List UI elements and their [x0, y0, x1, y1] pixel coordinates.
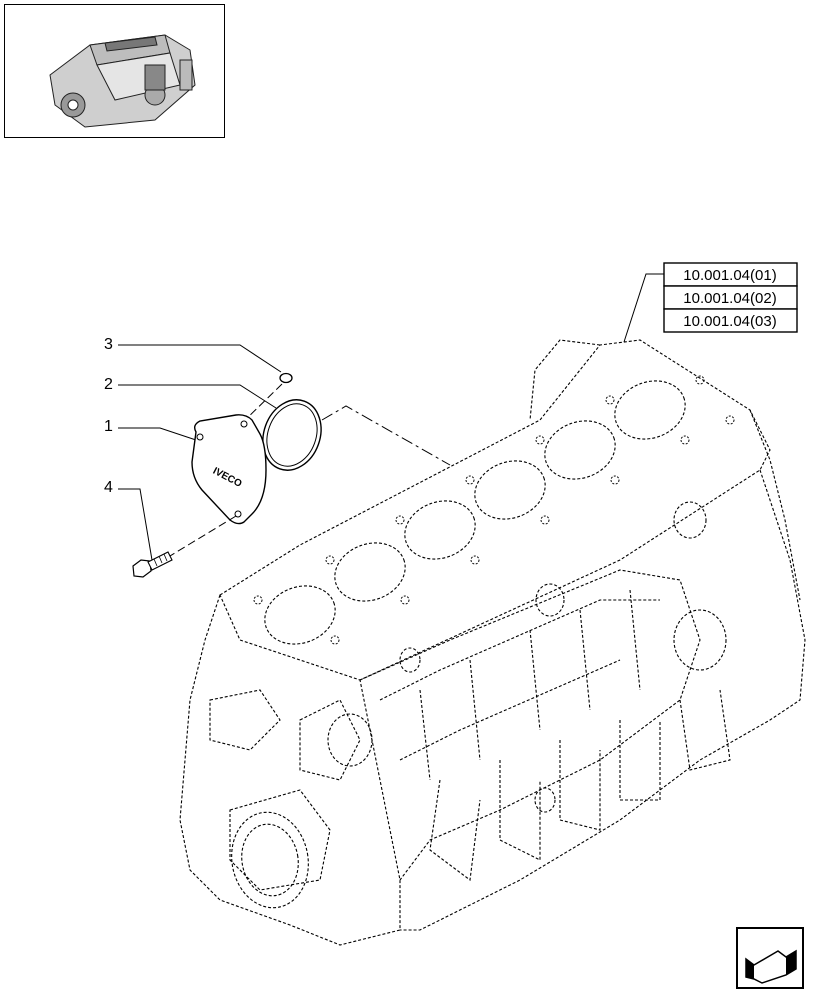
reference-box-2[interactable]: 10.001.04(02): [663, 285, 798, 310]
cylinder-bores: [264, 380, 686, 645]
next-page-arrow-icon: [745, 949, 797, 984]
engine-thumbnail: [4, 4, 225, 138]
callout-4: 4: [104, 479, 113, 496]
screw-part-4[interactable]: [132, 551, 173, 578]
next-page-button[interactable]: [736, 927, 804, 989]
callout-3-leader: [118, 344, 282, 373]
small-o-ring-part-3[interactable]: [279, 372, 293, 384]
deck-bolt-holes: [253, 375, 735, 645]
callout-1: 1: [104, 418, 113, 435]
callout-3: 3: [104, 336, 113, 353]
assembly-axis-line: [159, 515, 237, 563]
cover-plate-part-1[interactable]: IVECO: [191, 414, 267, 525]
engine-block-drawing: [179, 339, 806, 946]
callout-2: 2: [104, 376, 113, 393]
callout-2-leader: [118, 384, 277, 409]
callout-1-leader: [118, 427, 197, 441]
reference-box-1[interactable]: 10.001.04(01): [663, 262, 798, 287]
reference-label: 10.001.04(02): [683, 290, 776, 307]
reference-label: 10.001.04(03): [683, 313, 776, 330]
front-housing-circles: [231, 501, 727, 909]
seal-ring-part-2[interactable]: [253, 392, 330, 479]
callout-4-leader: [118, 488, 153, 561]
assembly-axis-line: [321, 405, 451, 466]
engine-thumbnail-icon: [49, 34, 196, 128]
reference-label: 10.001.04(01): [683, 267, 776, 284]
reference-leader-line: [623, 273, 664, 343]
reference-box-3[interactable]: 10.001.04(03): [663, 308, 798, 333]
